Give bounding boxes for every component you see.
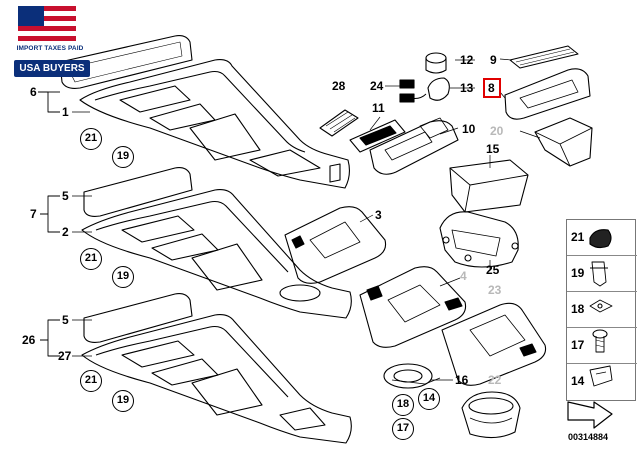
part-label-28: 28 [332,79,346,93]
legend-number: 14 [571,374,585,388]
circle-label-21b: 21 [80,248,102,270]
part-label-25: 25 [486,263,500,277]
socket-12 [425,52,447,64]
switch-panel-10 [369,120,459,175]
gear-trim-4 [359,266,467,348]
circle-label-19b: 19 [112,266,134,288]
highlight-box [483,78,501,98]
legend-drawings [567,229,613,429]
part-label-26: 26 [22,333,36,347]
cup-holder-22 [461,391,521,439]
part-label-24: 24 [370,79,384,93]
legend-number: 17 [571,338,585,352]
insert-20 [534,117,593,167]
hardware-legend: 21 19 18 17 14 [566,219,637,401]
part-label-5b: 5 [62,313,69,327]
part-label-13: 13 [460,81,474,95]
legend-row: 17 [567,328,637,364]
import-badge: IMPORT TAXES PAID USA BUYERS [4,4,92,77]
connector-24 [399,79,415,89]
part-label-20: 20 [490,124,504,138]
part-label-10: 10 [462,122,476,136]
gear-trim-23 [441,302,547,386]
part-label-5a: 5 [62,189,69,203]
circle-label-17: 17 [392,418,414,440]
legend-row: 18 [567,292,637,328]
grille-28 [319,109,359,137]
legend-number: 21 [571,230,585,244]
part-label-15: 15 [486,142,500,156]
leader-lines [359,58,541,381]
part-label-12: 12 [460,53,474,67]
circle-label-19c: 19 [112,390,134,412]
console-trim-top [79,59,351,189]
document-number: 00314884 [568,432,609,442]
part-label-1: 1 [62,105,69,119]
circle-label-14: 14 [418,388,440,410]
legend-row: 21 [567,220,637,256]
part-label-2: 2 [62,225,69,239]
storage-tray-15 [449,159,529,213]
part-label-23: 23 [488,283,502,297]
part-label-7: 7 [30,207,37,221]
usa-flag [18,6,76,42]
circle-label-19a: 19 [112,146,134,168]
cover-5a [83,167,193,217]
console-trim-bottom [81,314,352,444]
legend-number: 18 [571,302,585,316]
gaiter-ring [383,363,433,389]
gear-trim-3 [284,206,387,284]
part-label-22: 22 [488,373,502,387]
legend-number: 19 [571,266,585,280]
part-label-27: 27 [58,349,72,363]
part-label-9: 9 [490,53,497,67]
cover-5b [83,293,193,343]
grille-9 [509,45,579,69]
part-label-8: 8 [488,81,495,95]
part-label-11: 11 [372,101,385,115]
circle-label-21a: 21 [80,128,102,150]
legend-row: 19 [567,256,637,292]
circle-label-18: 18 [392,394,414,416]
badge-line2: USA BUYERS [14,60,90,77]
tray-8 [504,68,591,120]
part-label-4: 4 [460,269,467,283]
legend-row: 14 [567,364,637,400]
cover-6 [59,35,193,89]
shift-frame-25 [439,211,519,268]
part-label-16: 16 [455,373,469,387]
switch-panel-11 [349,119,406,153]
circle-label-21c: 21 [80,370,102,392]
console-trim-middle [81,189,352,319]
badge-line1: IMPORT TAXES PAID [16,45,84,52]
part-label-3: 3 [375,208,382,222]
part-label-6: 6 [30,85,37,99]
